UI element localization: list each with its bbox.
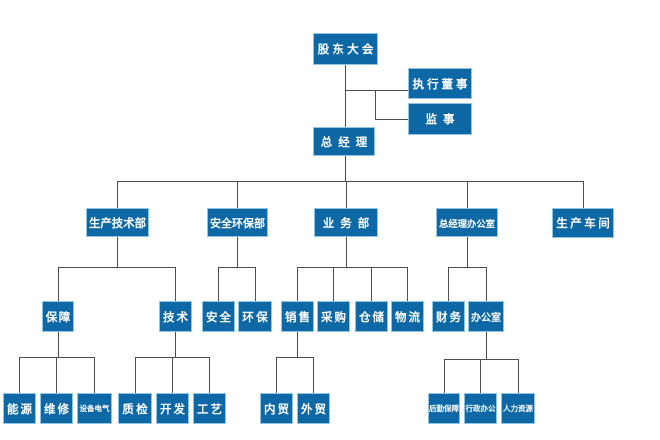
node-procurement: 采购: [317, 301, 350, 332]
connector-line: [117, 237, 118, 267]
connector-line: [175, 267, 176, 301]
node-energy: 能源: [3, 393, 36, 424]
connector-line: [117, 181, 583, 182]
node-environment: 环保: [238, 301, 272, 332]
connector-line: [56, 357, 57, 393]
node-shareholders-meeting: 股东大会: [313, 33, 378, 65]
connector-line: [444, 359, 445, 393]
connector-line: [172, 357, 173, 393]
node-supervisor: 监事: [408, 103, 472, 135]
node-sales: 销售: [281, 301, 314, 332]
connector-line: [313, 357, 314, 393]
connector-line: [237, 237, 238, 267]
connector-line: [407, 267, 408, 301]
connector-line: [117, 181, 118, 208]
connector-line: [297, 267, 407, 268]
node-logistics-support: 后勤保障: [428, 393, 460, 424]
connector-line: [345, 90, 408, 91]
node-office: 办公室: [468, 301, 504, 332]
connector-line: [58, 267, 175, 268]
node-logistics: 物流: [391, 301, 424, 332]
connector-line: [583, 181, 584, 208]
node-support: 保障: [42, 301, 74, 332]
connector-line: [276, 357, 313, 358]
node-equipment-electrical: 设备电气: [77, 393, 112, 424]
connector-line: [58, 267, 59, 301]
node-executive-director: 执行董事: [408, 68, 472, 99]
connector-line: [237, 181, 238, 208]
node-maintenance: 维修: [40, 393, 73, 424]
node-development: 开发: [156, 393, 189, 424]
node-human-resources: 人力资源: [501, 393, 535, 424]
node-warehousing: 仓储: [355, 301, 388, 332]
connector-line: [218, 267, 219, 301]
connector-line: [175, 332, 176, 357]
connector-line: [218, 267, 255, 268]
connector-line: [467, 181, 468, 208]
connector-line: [297, 332, 298, 357]
connector-line: [276, 357, 277, 393]
node-foreign-trade: 外贸: [297, 393, 330, 424]
connector-line: [448, 267, 449, 301]
connector-line: [375, 119, 408, 120]
node-safety-environment-dept: 安全环保部: [207, 208, 268, 237]
connector-line: [58, 332, 59, 357]
connector-line: [486, 267, 487, 301]
connector-line: [467, 237, 468, 267]
connector-line: [209, 357, 210, 393]
node-technology: 技术: [159, 301, 192, 332]
node-general-manager: 总经理: [313, 127, 375, 156]
connector-line: [371, 267, 372, 301]
connector-line: [448, 267, 486, 268]
connector-line: [444, 359, 518, 360]
node-production-technology-dept: 生产技术部: [86, 208, 149, 237]
node-domestic-trade: 内贸: [260, 393, 293, 424]
connector-line: [135, 357, 136, 393]
connector-line: [486, 332, 487, 359]
connector-line: [480, 359, 481, 393]
node-production-workshop: 生产车间: [552, 208, 614, 238]
connector-line: [346, 181, 347, 208]
node-gm-office: 总经理办公室: [436, 208, 498, 237]
connector-line: [19, 357, 20, 393]
node-safety: 安全: [202, 301, 235, 332]
connector-line: [345, 65, 346, 127]
node-finance: 财务: [432, 301, 465, 332]
connector-line: [375, 90, 376, 119]
connector-line: [255, 267, 256, 301]
node-administrative-office: 行政办公: [464, 393, 497, 424]
connector-line: [94, 357, 95, 393]
connector-line: [346, 237, 347, 267]
node-process: 工艺: [193, 393, 226, 424]
connector-line: [518, 359, 519, 393]
connector-line: [345, 156, 346, 181]
connector-line: [297, 267, 298, 301]
node-business-dept: 业务部: [314, 208, 378, 237]
node-quality-inspection: 质检: [118, 393, 152, 424]
connector-line: [333, 267, 334, 301]
